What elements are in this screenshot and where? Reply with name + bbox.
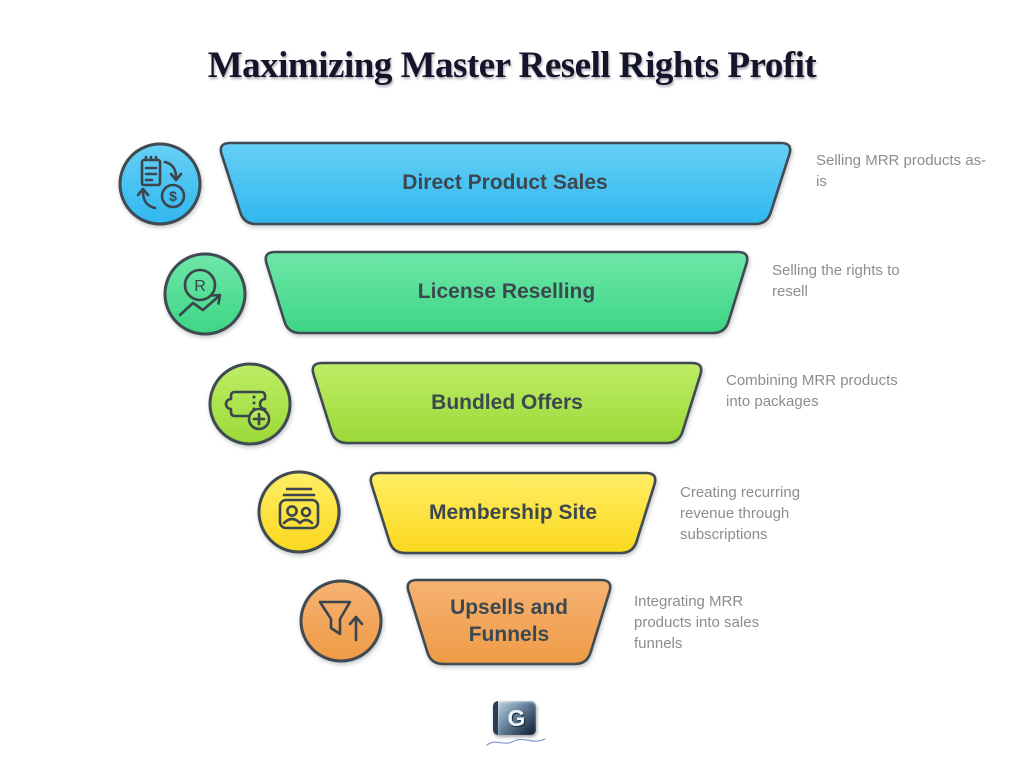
icon-3-circle bbox=[208, 362, 292, 446]
funnel-stage-4-shape bbox=[369, 471, 657, 555]
icon-2-circle bbox=[163, 252, 247, 336]
stage-4-description: Creating recurring revenue through subsc… bbox=[680, 484, 801, 543]
icon-1-glyph bbox=[136, 155, 186, 210]
funnel-stage-2-shape bbox=[264, 250, 749, 335]
product-money-exchange-icon: $ bbox=[118, 142, 202, 226]
icon-2-glyph bbox=[178, 268, 222, 317]
stage-2-description: Selling the rights to resell bbox=[772, 262, 900, 300]
page-title: Maximizing Master Resell Rights Profit bbox=[207, 45, 817, 86]
footer-logo: G bbox=[484, 701, 546, 748]
license-growth-icon: R bbox=[163, 252, 247, 336]
funnel-up-icon bbox=[299, 579, 383, 663]
funnel-stage-1-shape bbox=[219, 141, 792, 226]
icon-4-glyph bbox=[278, 487, 320, 530]
icon-5-glyph bbox=[318, 600, 364, 642]
stage-3-description: Combining MRR products into packages bbox=[726, 372, 898, 410]
funnel-stage-5-shape bbox=[406, 578, 612, 666]
stage-5-description: Integrating MRR products into sales funn… bbox=[634, 593, 760, 652]
icon-4-circle bbox=[257, 470, 341, 554]
funnel-stage-3-shape bbox=[311, 361, 703, 445]
membership-card-icon bbox=[257, 470, 341, 554]
icon-3-glyph bbox=[224, 390, 271, 431]
dollar-glyph: $ bbox=[169, 188, 177, 204]
registered-glyph: R bbox=[194, 278, 206, 295]
bundle-ticket-icon bbox=[208, 362, 292, 446]
footer-logo-script-flourish bbox=[486, 738, 546, 746]
stage-1-description: Selling MRR products as-is bbox=[816, 152, 987, 190]
footer-logo-mark: G bbox=[492, 701, 536, 735]
